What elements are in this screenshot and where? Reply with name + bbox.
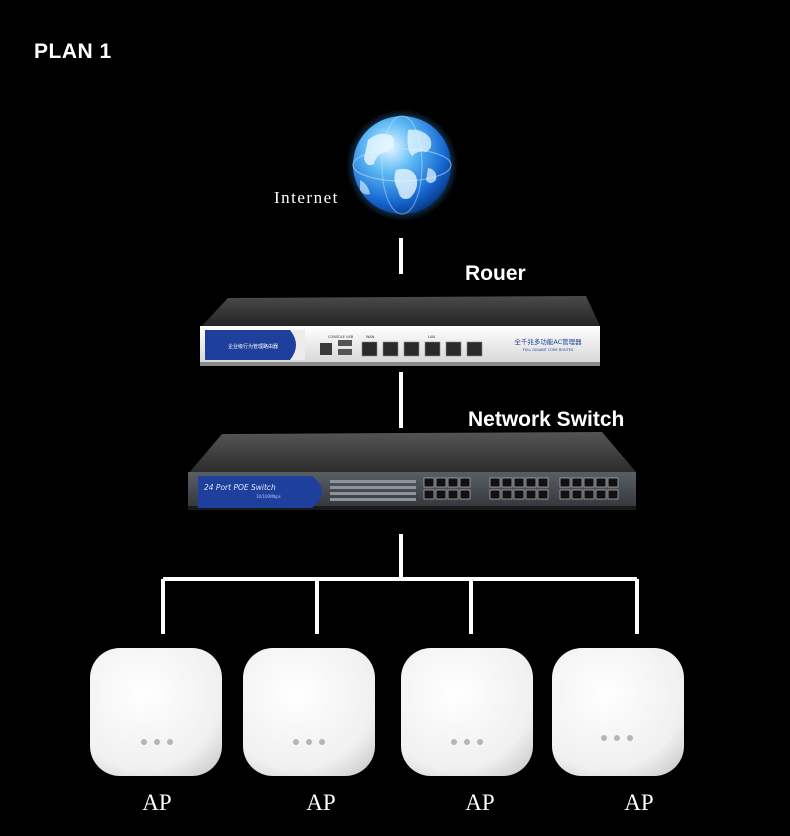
router-usb-header: USB xyxy=(346,335,354,339)
router-device: 企业级行为管理路由器 CONSOLE USB WAN LAN 全千兆多功能AC管… xyxy=(200,296,600,366)
ap-label-1: AP xyxy=(127,790,187,816)
access-point-3 xyxy=(401,648,533,776)
access-point-1 xyxy=(90,648,222,776)
ap-label-2: AP xyxy=(291,790,351,816)
plan-title: PLAN 1 xyxy=(34,40,112,64)
access-point-2 xyxy=(243,648,375,776)
router-model-text: 全千兆多功能AC管理器 xyxy=(514,337,582,346)
switch-panel-title: 24 Port POE Switch xyxy=(204,483,276,492)
switch-brand-panel xyxy=(198,476,322,508)
router-model-subtext: FULL GIGABIT CORE ROUTES xyxy=(523,348,574,352)
switch-label: Network Switch xyxy=(468,408,624,432)
router-console-port xyxy=(320,343,332,355)
router-brand-text: 企业级行为管理路由器 xyxy=(228,343,278,350)
router-label: Rouer xyxy=(465,262,526,286)
switch-device: 24 Port POE Switch 10/100Mbps xyxy=(188,432,636,510)
ap-label-3: AP xyxy=(450,790,510,816)
internet-label: Internet xyxy=(274,188,339,208)
globe-icon xyxy=(346,109,458,221)
router-wan-header: WAN xyxy=(366,335,375,339)
router-usb-port-2 xyxy=(338,349,352,355)
router-console-header: CONSOLE xyxy=(328,335,345,339)
ap-label-4: AP xyxy=(609,790,669,816)
switch-panel-subtitle: 10/100Mbps xyxy=(256,494,281,499)
router-usb-port-1 xyxy=(338,340,352,346)
access-point-4 xyxy=(552,648,684,776)
router-lan-header: LAN xyxy=(428,335,435,339)
